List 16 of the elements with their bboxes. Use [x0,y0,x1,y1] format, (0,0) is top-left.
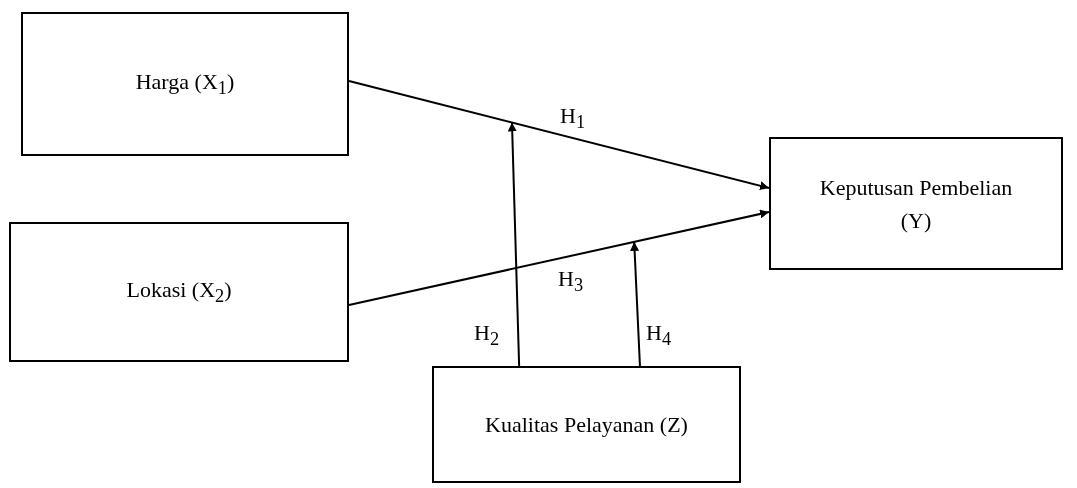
hypothesis-label: H$_{3}$ [558,268,584,295]
variable-name: Keputusan Pembelian (Y) [818,173,1014,235]
variable-box [21,12,349,156]
variable-box [769,137,1063,270]
arrow [507,121,521,367]
variable-name: Harga (X$_{1}$) [135,68,235,101]
variable-box [9,222,349,362]
variable-name: Lokasi (X$_{2}$) [126,276,232,309]
variable-name: Kualitas Pelayanan (Z) [485,411,688,439]
arrow [630,240,641,367]
hypothesis-label: H$_{4}$ [646,322,672,349]
hypothesis-label: H$_{2}$ [474,322,500,349]
variable-box [432,366,741,483]
arrow [348,80,770,191]
arrow [348,209,770,306]
hypothesis-label: H$_{1}$ [560,105,586,132]
